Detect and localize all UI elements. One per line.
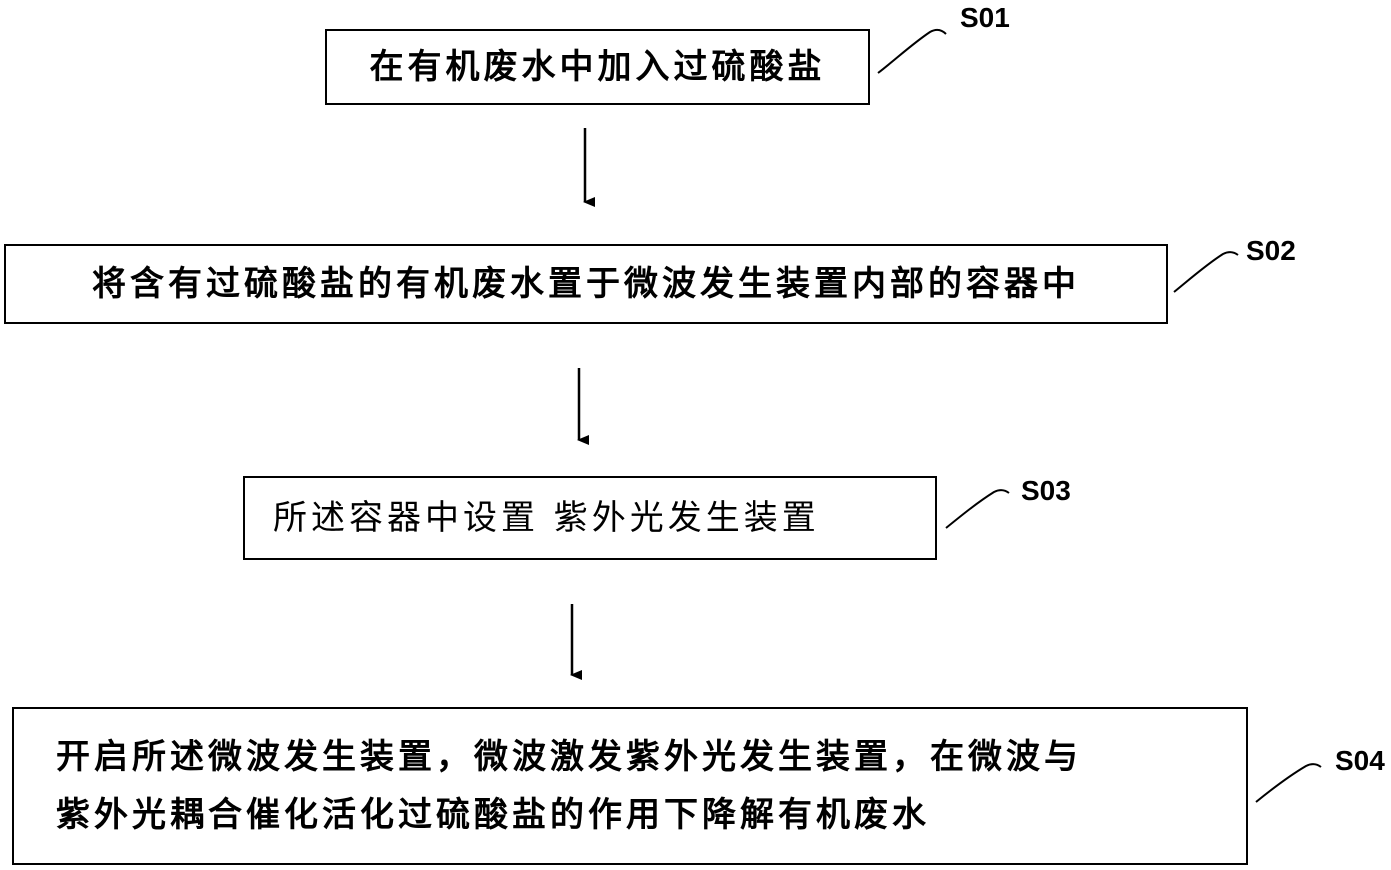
- step-label-s03: S03: [1021, 475, 1071, 506]
- step-text-s03: 所述容器中设置 紫外光发生装置: [273, 498, 820, 538]
- step-box-s03: 所述容器中设置 紫外光发生装置: [243, 476, 937, 560]
- step-box-s01: 在有机废水中加入过硫酸盐: [325, 29, 870, 105]
- step-label-s01: S01: [960, 2, 1010, 33]
- step-text-s02: 将含有过硫酸盐的有机废水置于微波发生装置内部的容器中: [92, 264, 1080, 304]
- leader-line-s01: [877, 28, 947, 74]
- leader-line-s02: [1173, 251, 1239, 293]
- step-box-s02: 将含有过硫酸盐的有机废水置于微波发生装置内部的容器中: [4, 244, 1168, 324]
- step-text-s04: 开启所述微波发生装置，微波激发紫外光发生装置，在微波与 紫外光耦合催化活化过硫酸…: [56, 737, 1082, 835]
- step-label-s04: S04: [1335, 745, 1385, 776]
- step-label-s02: S02: [1246, 235, 1296, 266]
- step-box-s04: 开启所述微波发生装置，微波激发紫外光发生装置，在微波与 紫外光耦合催化活化过硫酸…: [12, 707, 1248, 865]
- leader-line-s04: [1255, 763, 1322, 803]
- step-text-s01: 在有机废水中加入过硫酸盐: [369, 47, 826, 87]
- leader-line-s03: [945, 489, 1010, 529]
